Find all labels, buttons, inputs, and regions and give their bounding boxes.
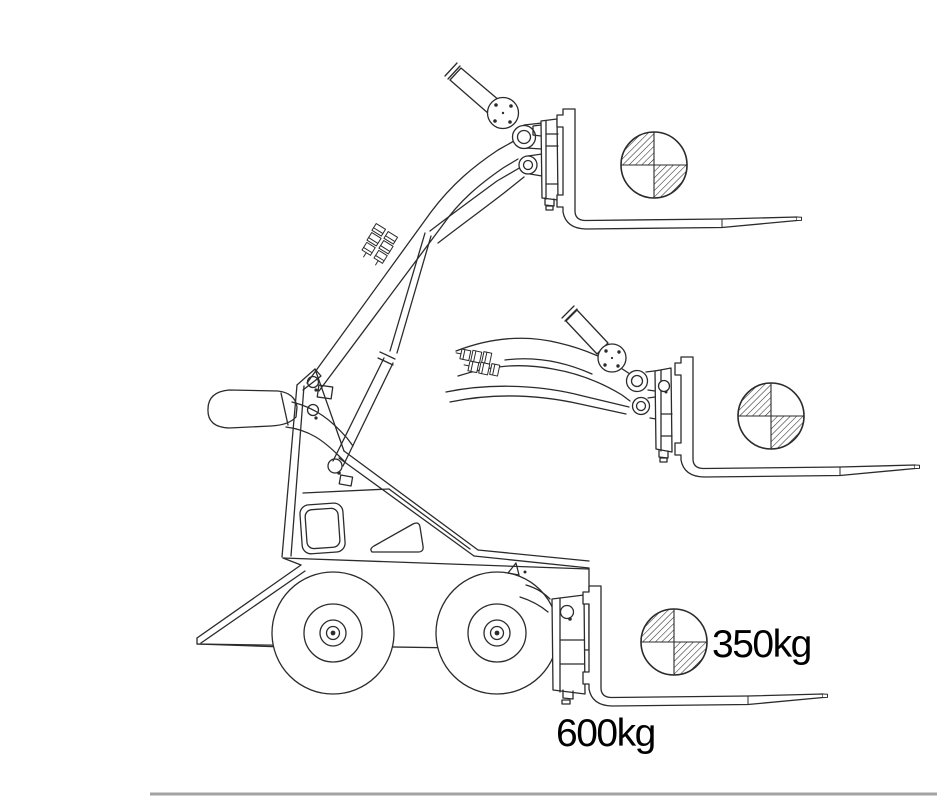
body-triangle-cutout: [370, 522, 424, 553]
body-window: [299, 502, 346, 555]
tilt-cylinder-mid: [565, 309, 609, 355]
mount-disc: [486, 96, 520, 130]
carriage-mid: [654, 367, 673, 463]
lift-cylinder: [332, 232, 432, 467]
operator-handle: [207, 389, 354, 463]
carriage-lowered: [519, 584, 586, 705]
boom-head-raised: [444, 62, 559, 211]
mast-pivots: [306, 375, 354, 487]
boom-mid-phantom: [445, 305, 673, 463]
rear-wheel: [271, 571, 395, 695]
mast: [281, 368, 345, 558]
mount-disc-mid: [597, 343, 627, 373]
center-of-gravity-icon: [640, 608, 708, 676]
pivot-bosses: [511, 124, 538, 175]
center-of-gravity-icon: [620, 131, 688, 199]
pivot-bosses-mid: [625, 369, 651, 416]
hood-panels: [302, 450, 590, 569]
capacity-label-350kg: 350kg: [712, 623, 811, 666]
front-wheel: [435, 562, 559, 695]
boom-raised: [306, 140, 525, 467]
center-of-gravity-icon: [737, 382, 805, 450]
capacity-label-600kg: 600kg: [556, 712, 655, 755]
